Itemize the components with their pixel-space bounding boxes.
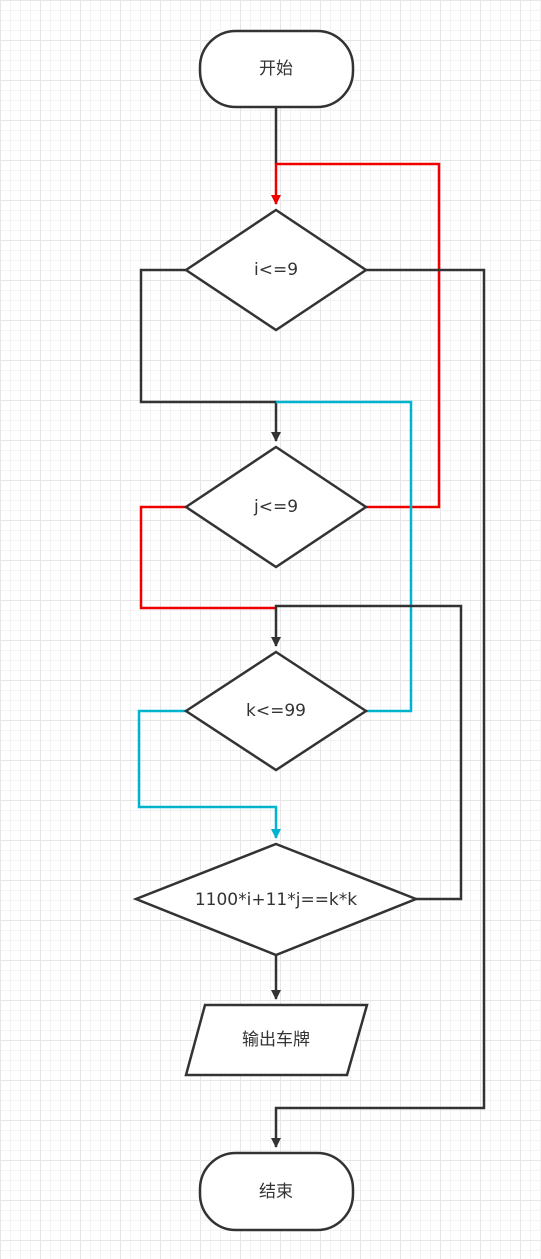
connector-loop-back-to-cond-i <box>271 162 441 509</box>
connector-cond-i-false-to-end <box>271 268 486 1148</box>
end-label: 结束 <box>259 1182 293 1202</box>
decision-i-node: i<=9 <box>183 208 369 332</box>
end-node: 结束 <box>198 1151 355 1232</box>
decision-k-node: k<=99 <box>183 650 369 772</box>
output-node: 输出车牌 <box>184 1003 369 1077</box>
decision-k-label: k<=99 <box>246 701 306 721</box>
connector-cond-k-false-to-cond-j <box>276 400 413 713</box>
start-node: 开始 <box>198 29 355 109</box>
output-label: 输出车牌 <box>242 1030 310 1050</box>
connector-cond-eq-false-to-cond-k <box>271 604 463 901</box>
connector-cond-i-true-to-cond-j <box>139 268 281 442</box>
decision-equality-node: 1100*i+11*j==k*k <box>132 842 420 957</box>
decision-equality-label: 1100*i+11*j==k*k <box>195 890 357 910</box>
connector-cond-j-true-to-cond-k <box>139 505 276 610</box>
connector-cond-k-true-to-cond-eq <box>137 709 281 839</box>
decision-j-node: j<=9 <box>183 445 369 569</box>
start-label: 开始 <box>259 59 293 79</box>
decision-j-label: j<=9 <box>253 497 298 517</box>
decision-i-label: i<=9 <box>254 260 298 280</box>
